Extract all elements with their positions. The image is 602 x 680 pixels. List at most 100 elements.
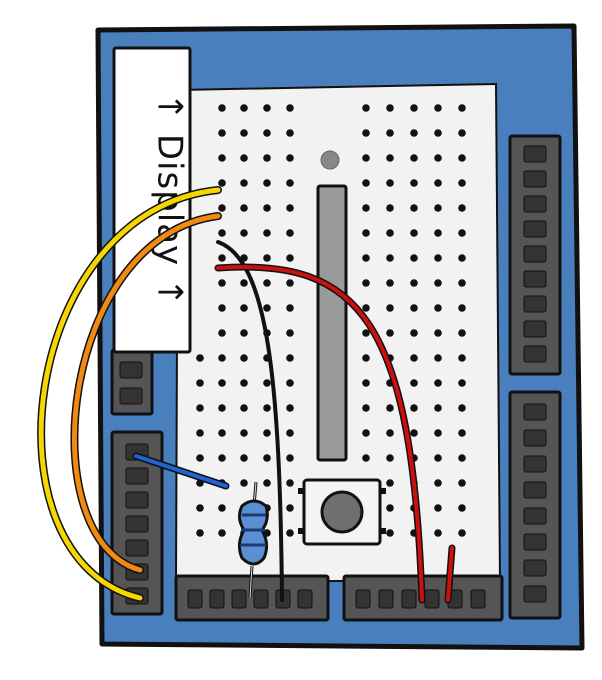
- breadboard-hole: [240, 204, 248, 212]
- breadboard-hole: [434, 104, 442, 112]
- header-pin: [523, 455, 547, 473]
- breadboard-hole: [218, 279, 226, 287]
- breadboard-hole: [362, 129, 370, 137]
- breadboard-hole: [286, 154, 294, 162]
- breadboard-hole: [434, 129, 442, 137]
- breadboard-hole: [263, 204, 271, 212]
- breadboard-hole: [286, 129, 294, 137]
- breadboard-hole: [218, 454, 226, 462]
- breadboard-hole: [240, 404, 248, 412]
- header-pin: [253, 589, 269, 609]
- breadboard-hole: [286, 404, 294, 412]
- breadboard-hole: [410, 204, 418, 212]
- breadboard-hole: [434, 404, 442, 412]
- breadboard-hole: [240, 129, 248, 137]
- breadboard-hole: [458, 379, 466, 387]
- header-pin: [401, 589, 417, 609]
- breadboard-hole: [240, 429, 248, 437]
- header-pin: [125, 539, 149, 557]
- header-pin: [125, 491, 149, 509]
- header-pin: [523, 507, 547, 525]
- breadboard-hole: [410, 229, 418, 237]
- breadboard-hole: [362, 279, 370, 287]
- breadboard-hole: [240, 354, 248, 362]
- breadboard-hole: [458, 129, 466, 137]
- breadboard-hole: [386, 329, 394, 337]
- breadboard-hole: [286, 104, 294, 112]
- right-pin-header-top: [508, 134, 562, 376]
- breadboard-hole: [434, 529, 442, 537]
- breadboard-hole: [362, 204, 370, 212]
- header-pin: [523, 195, 547, 213]
- breadboard-hole: [240, 304, 248, 312]
- display-module: ↑ Display ↑: [112, 46, 192, 354]
- breadboard-hole: [458, 454, 466, 462]
- breadboard-hole: [263, 404, 271, 412]
- right-header-top-pins: [523, 145, 547, 363]
- breadboard-hole: [240, 479, 248, 487]
- breadboard-hole: [240, 104, 248, 112]
- breadboard-hole: [263, 429, 271, 437]
- breadboard-hole: [263, 104, 271, 112]
- header-pin: [125, 467, 149, 485]
- breadboard-hole: [362, 404, 370, 412]
- header-pin: [523, 403, 547, 421]
- breadboard-hole: [434, 329, 442, 337]
- breadboard-hole: [410, 429, 418, 437]
- right-pin-header-bottom: [508, 390, 562, 620]
- orange-wire-fill: [71, 213, 221, 573]
- header-pin: [119, 387, 143, 405]
- breadboard-hole: [434, 254, 442, 262]
- breadboard-hole: [218, 379, 226, 387]
- header-pin: [355, 589, 371, 609]
- breadboard-hole: [263, 279, 271, 287]
- breadboard-hole: [196, 529, 204, 537]
- left-header-top-pins: [119, 361, 143, 405]
- breadboard-hole: [410, 254, 418, 262]
- breadboard-hole: [263, 379, 271, 387]
- breadboard-hole: [286, 529, 294, 537]
- header-pin: [523, 270, 547, 288]
- header-pin: [297, 589, 313, 609]
- breadboard-hole: [196, 354, 204, 362]
- red-wire-short-fill: [446, 546, 454, 602]
- breadboard-hole: [410, 329, 418, 337]
- breadboard-hole: [434, 304, 442, 312]
- breadboard-hole: [286, 329, 294, 337]
- red-wire-long-fill: [216, 265, 424, 602]
- breadboard-hole: [386, 479, 394, 487]
- yellow-wire-fill: [38, 187, 221, 601]
- breadboard-hole: [410, 104, 418, 112]
- breadboard-hole: [286, 429, 294, 437]
- breadboard-hole: [286, 279, 294, 287]
- breadboard-hole: [196, 454, 204, 462]
- breadboard-hole: [410, 179, 418, 187]
- breadboard-hole: [196, 429, 204, 437]
- breadboard-hole: [263, 304, 271, 312]
- breadboard-hole: [240, 329, 248, 337]
- header-pin: [119, 361, 143, 379]
- header-pin: [523, 429, 547, 447]
- breadboard-hole: [286, 179, 294, 187]
- breadboard-hole: [362, 304, 370, 312]
- breadboard-hole: [458, 179, 466, 187]
- breadboard-hole: [458, 404, 466, 412]
- left-pin-header-top: [110, 348, 154, 416]
- breadboard-hole: [458, 504, 466, 512]
- breadboard-hole: [240, 454, 248, 462]
- breadboard-hole: [218, 179, 226, 187]
- breadboard-hole: [386, 279, 394, 287]
- breadboard-hole: [240, 179, 248, 187]
- breadboard-hole: [240, 379, 248, 387]
- breadboard-hole: [218, 429, 226, 437]
- breadboard-hole: [218, 104, 226, 112]
- breadboard-hole: [240, 279, 248, 287]
- breadboard-hole: [286, 379, 294, 387]
- bottom-header-left-pins: [187, 589, 313, 609]
- breadboard-hole: [196, 504, 204, 512]
- breadboard-hole: [263, 179, 271, 187]
- breadboard-hole: [458, 429, 466, 437]
- breadboard-hole: [386, 154, 394, 162]
- breadboard-hole: [362, 429, 370, 437]
